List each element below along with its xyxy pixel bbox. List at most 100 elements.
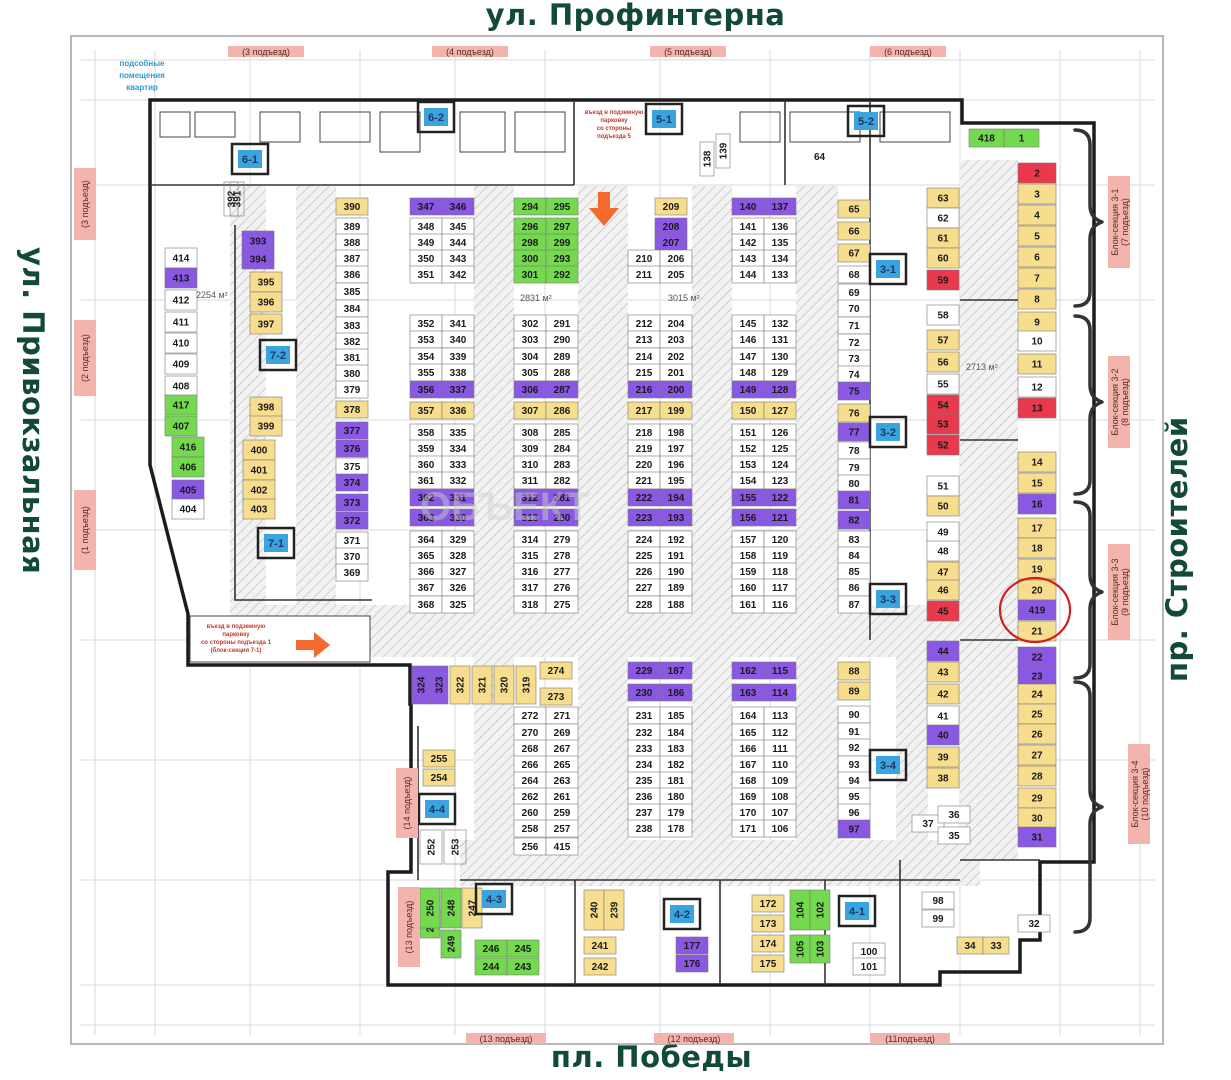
parking-spot: 224 (627, 530, 661, 549)
parking-spot: 125 (763, 439, 797, 458)
spot-number: 97 (848, 825, 860, 836)
stair-block-3-2: 3-2 (868, 415, 908, 449)
parking-spot: 187 (659, 661, 693, 680)
parking-spot: 101 (852, 957, 886, 976)
entrance-tag-text: (2 подъезд) (80, 334, 90, 382)
spot-number: 250 (426, 899, 437, 916)
entrance-tag-text: (4 подъезд) (446, 47, 494, 57)
spot-number: 305 (522, 368, 539, 379)
spot-number: 245 (515, 944, 532, 955)
spot-number: 240 (590, 901, 601, 918)
parking-spot: 190 (659, 562, 693, 581)
spot-fill (545, 508, 579, 527)
spot-fill (249, 291, 283, 313)
spot-number: 321 (478, 676, 489, 693)
parking-spot: 90 (837, 705, 871, 724)
note-similar-rooms: подсобные помещения квартир (119, 59, 165, 92)
parking-spot: 237 (627, 803, 661, 822)
parking-spot: 358 (409, 423, 443, 442)
parking-spot: 259 (545, 803, 579, 822)
spot-fill (1017, 723, 1057, 745)
spot-number: 354 (418, 352, 435, 363)
spot-number: 223 (636, 513, 653, 524)
spot-number: 274 (548, 666, 565, 677)
parking-spot: 83 (837, 530, 871, 549)
spot-number: 413 (173, 274, 190, 285)
spot-number: 319 (522, 676, 533, 693)
spot-fill (926, 724, 960, 746)
spot-number: 416 (180, 443, 197, 454)
parking-spot: 215 (627, 363, 661, 382)
parking-spot: 15 (1017, 472, 1057, 494)
parking-spot: 292 (545, 265, 579, 284)
spot-number: 185 (668, 711, 685, 722)
parking-spot: 217 (627, 401, 661, 420)
spot-number: 380 (344, 369, 361, 380)
spot-fill (1017, 765, 1057, 787)
spot-number: 401 (251, 466, 268, 477)
spot-number: 42 (937, 690, 949, 701)
entrance-tag-top: (6 подъезд) (870, 46, 946, 57)
parking-spot: 171 (731, 819, 765, 838)
spot-number: 38 (937, 774, 949, 785)
spot-number: 222 (636, 493, 653, 504)
spot-number: 308 (522, 428, 539, 439)
spot-number: 47 (937, 568, 949, 579)
spot-number: 48 (937, 547, 949, 558)
parking-spot: 100 (852, 942, 886, 961)
spot-number: 120 (772, 535, 789, 546)
spot-number: 76 (848, 409, 860, 420)
spot-number: 10 (1031, 337, 1043, 348)
svg-text:въезд в подземную: въезд в подземную (585, 110, 644, 116)
parking-spot: 19 (1017, 558, 1057, 580)
parking-spot: 280 (545, 508, 579, 527)
spot-number: 239 (610, 901, 621, 918)
spot-number: 325 (450, 600, 467, 611)
parking-spot: 75 (837, 381, 871, 401)
spot-number: 399 (258, 422, 275, 433)
stair-block-5-1: 5-1 (644, 102, 684, 136)
spot-number: 312 (522, 493, 539, 504)
spot-number: 326 (450, 583, 467, 594)
spot-number: 204 (668, 319, 685, 330)
spot-number: 277 (554, 567, 571, 578)
parking-spot: 262 (513, 787, 547, 806)
entrance-tag-side: (1 подъезд) (74, 490, 96, 570)
spot-number: 57 (937, 336, 949, 347)
spot-fill (926, 683, 960, 705)
spot-fill (493, 665, 515, 705)
parking-spot: 149 (731, 380, 765, 399)
spot-number: 77 (848, 428, 860, 439)
parking-spot: 32 (1017, 914, 1051, 933)
spot-number: 287 (554, 385, 571, 396)
parking-spot: 146 (731, 330, 765, 349)
spot-number: 23 (1031, 672, 1043, 683)
spot-number: 254 (431, 773, 448, 784)
spot-number: 252 (427, 838, 438, 855)
spot-number: 296 (522, 222, 539, 233)
parking-spot: 296 (513, 217, 547, 236)
spot-number: 284 (554, 444, 571, 455)
spot-fill (926, 746, 960, 768)
parking-spot: 162 (731, 661, 765, 680)
spot-number: 379 (344, 385, 361, 396)
spot-number: 199 (668, 406, 685, 417)
parking-spot-vertical: 392 (223, 181, 239, 217)
spot-number: 221 (636, 476, 653, 487)
parking-spot: 281 (545, 488, 579, 507)
parking-spot-vertical: 240 (583, 889, 605, 931)
spot-number: 269 (554, 728, 571, 739)
parking-spot: 13 (1017, 397, 1057, 419)
parking-spot: 387 (335, 249, 369, 268)
spot-number: 335 (450, 428, 467, 439)
parking-spot: 54 (926, 394, 960, 416)
parking-spot: 30 (1017, 807, 1057, 829)
parking-spot: 346 (441, 197, 475, 216)
parking-spot: 213 (627, 330, 661, 349)
spot-number: 58 (937, 311, 949, 322)
parking-spot: 63 (926, 187, 960, 209)
spot-number: 81 (848, 496, 860, 507)
spot-number: 318 (522, 600, 539, 611)
parking-spot: 326 (441, 578, 475, 597)
parking-spot: 278 (545, 546, 579, 565)
